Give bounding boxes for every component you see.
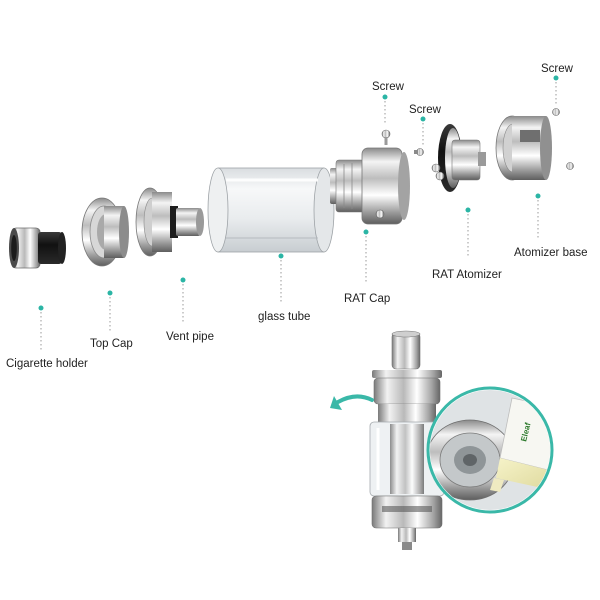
vent-pipe-part [135,187,204,257]
glass-tube-part [207,167,335,253]
label-screw-1: Screw [372,81,405,93]
top-fill-inset: Eleaf [426,386,554,514]
atomizer-base-part [495,108,574,181]
label-rat-atomizer: RAT Atomizer [432,269,502,281]
label-rat-cap: RAT Cap [344,293,390,305]
rotate-arrow-icon [330,394,374,410]
label-screw-2: Screw [409,104,442,116]
rat-cap-part [330,129,410,225]
rat-atomizer-part [414,124,486,192]
label-glass-tube: glass tube [258,311,310,323]
assembled-tank [369,330,445,550]
cigarette-holder-part [9,227,66,269]
label-screw-3: Screw [541,63,574,75]
top-cap-part [81,197,129,267]
label-top-cap: Top Cap [90,338,133,350]
label-vent-pipe: Vent pipe [166,331,214,343]
leader-lines [38,75,559,352]
label-cigarette-holder: Cigarette holder [6,358,88,370]
label-atomizer-base: Atomizer base [514,247,588,259]
